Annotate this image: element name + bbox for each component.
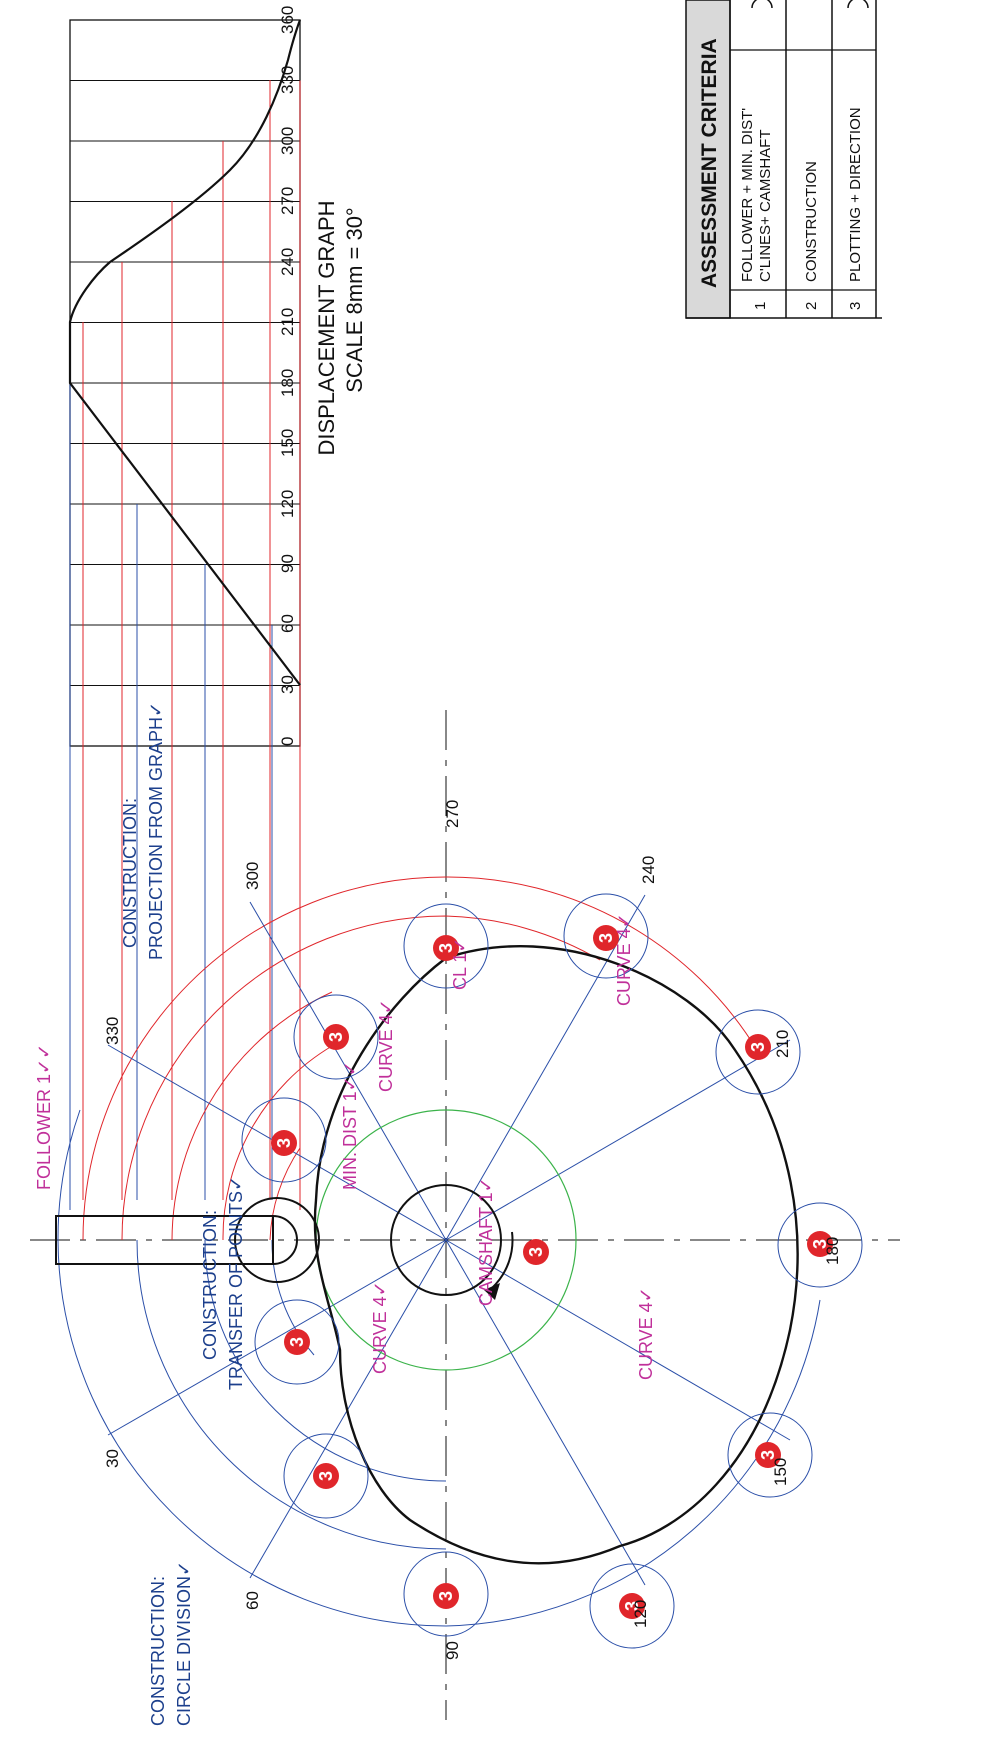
curve-label: CURVE 4✓ xyxy=(636,1287,656,1380)
tick-label: 30 xyxy=(278,675,297,694)
svg-text:3: 3 xyxy=(596,933,616,943)
curve-label: CURVE 4✓ xyxy=(370,1281,390,1374)
svg-text:3: 3 xyxy=(622,1601,642,1611)
construction-notes: CONSTRUCTION: TRANSFER OF POINTS✓ CONSTR… xyxy=(120,702,246,1726)
follower-roller-outline xyxy=(234,1197,320,1283)
cl-label: CL 1✓ xyxy=(450,938,470,990)
svg-text:3: 3 xyxy=(287,1337,307,1347)
svg-text:3: 3 xyxy=(810,1239,830,1249)
svg-text:3: 3 xyxy=(436,943,456,953)
angle-label: 120 xyxy=(631,1600,650,1628)
score-badge: 3 xyxy=(755,1442,781,1468)
min-dist-label: MIN. DIST 1✓✓ xyxy=(340,1061,360,1190)
table-row-text: FOLLOWER + MIN. DIST' xyxy=(739,108,756,282)
rotation-arrow xyxy=(491,1231,514,1289)
score-badge: 3 xyxy=(284,1329,310,1355)
assessment-table: ASSESSMENT CRITERIA 1 FOLLOWER + MIN. DI… xyxy=(685,0,882,319)
displacement-graph: 0 30 60 90 120 150 180 210 240 270 300 3… xyxy=(68,6,367,1210)
table-row-text: CONSTRUCTION xyxy=(803,161,820,282)
follower-stem xyxy=(55,1215,274,1265)
cam-profile xyxy=(313,945,799,1565)
follower-label: FOLLOWER 1✓✓ xyxy=(34,1044,54,1190)
tick-label: 330 xyxy=(278,66,297,94)
tick-label: 90 xyxy=(278,554,297,573)
graph-projection-red xyxy=(82,80,301,1210)
svg-text:3: 3 xyxy=(526,1247,546,1257)
svg-text:3: 3 xyxy=(326,1032,346,1042)
construction-heading: CONSTRUCTION: xyxy=(120,798,140,948)
tick-label: 60 xyxy=(278,614,297,633)
tick-label: 300 xyxy=(278,127,297,155)
score-badge: 3 xyxy=(433,1583,459,1609)
score-badge: 3 xyxy=(619,1593,645,1619)
construction-note: TRANSFER OF POINTS✓ xyxy=(226,1176,246,1390)
tick-label: 360 xyxy=(278,6,297,34)
angle-label: 180 xyxy=(823,1237,842,1265)
svg-text:3: 3 xyxy=(758,1450,778,1460)
angle-label: 240 xyxy=(639,856,658,884)
angle-label: 90 xyxy=(443,1641,462,1660)
camshaft-label: CAMSHAFT 1✓ xyxy=(476,1177,496,1306)
table-row-text: PLOTTING + DIRECTION xyxy=(847,107,864,282)
graph-tick-labels: 0 30 60 90 120 150 180 210 240 270 300 3… xyxy=(278,6,297,746)
score-badge: 3 xyxy=(593,925,619,951)
angle-label: 270 xyxy=(443,800,462,828)
tick-label: 0 xyxy=(278,737,297,746)
tick-label: 180 xyxy=(278,369,297,397)
table-edge-marks xyxy=(751,0,869,9)
curve-label: CURVE 4✓ xyxy=(614,913,634,1006)
score-badge: 3 xyxy=(313,1463,339,1489)
svg-text:3: 3 xyxy=(274,1138,294,1148)
score-badge: 3 xyxy=(807,1231,833,1257)
angle-label: 60 xyxy=(243,1591,262,1610)
table-row-number: 2 xyxy=(803,302,820,310)
score-badge: 3 xyxy=(433,935,459,961)
angle-label: 210 xyxy=(773,1030,792,1058)
curve-label: CURVE 4✓ xyxy=(376,999,396,1092)
table-row-number: 3 xyxy=(847,302,864,310)
angle-label: 30 xyxy=(103,1449,122,1468)
angle-label: 330 xyxy=(103,1017,122,1045)
tick-label: 150 xyxy=(278,429,297,457)
score-badge: 3 xyxy=(523,1239,549,1265)
construction-heading: CONSTRUCTION: xyxy=(148,1576,168,1726)
tick-label: 270 xyxy=(278,187,297,215)
angle-labels: 30 60 90 120 150 180 210 240 270 300 330 xyxy=(103,800,842,1660)
table-row-text: C'LINES+ CAMSHAFT xyxy=(757,130,774,282)
table-row-number: 1 xyxy=(752,302,769,310)
table-title: ASSESSMENT CRITERIA xyxy=(698,38,721,288)
tick-label: 120 xyxy=(278,490,297,518)
score-badge: 3 xyxy=(271,1130,297,1156)
svg-text:3: 3 xyxy=(748,1042,768,1052)
roller-positions xyxy=(241,893,863,1649)
graph-scale: SCALE 8mm = 30° xyxy=(342,207,367,393)
table-header xyxy=(685,0,731,319)
tick-label: 210 xyxy=(278,308,297,336)
svg-text:3: 3 xyxy=(436,1591,456,1601)
cam-construction: 3 3 3 3 3 3 3 3 3 3 3 3 30 60 90 120 150… xyxy=(30,702,900,1726)
score-badge: 3 xyxy=(745,1034,771,1060)
magenta-annotations: FOLLOWER 1✓✓ CURVE 4✓ CURVE 4✓ CURVE 4✓ … xyxy=(34,913,656,1380)
graph-projection-blue xyxy=(69,383,273,1210)
camshaft-circle xyxy=(390,1184,502,1296)
tick-label: 240 xyxy=(278,248,297,276)
score-badges: 3 3 3 3 3 3 3 3 3 3 3 3 xyxy=(271,925,833,1619)
rotation-arrowhead xyxy=(484,1283,500,1300)
angle-label: 150 xyxy=(771,1458,790,1486)
transfer-arcs-red xyxy=(82,876,758,1241)
graph-title: DISPLACEMENT GRAPH xyxy=(314,200,339,455)
transfer-arcs-blue xyxy=(136,1239,447,1550)
displacement-curve xyxy=(68,19,302,686)
construction-heading: CONSTRUCTION: xyxy=(200,1210,220,1360)
construction-note: PROJECTION FROM GRAPH✓ xyxy=(146,702,166,960)
division-circle-blue xyxy=(57,1109,447,1627)
angle-label: 300 xyxy=(243,862,262,890)
graph-gridlines xyxy=(70,80,300,686)
construction-note: CIRCLE DIVISION✓ xyxy=(174,1561,194,1726)
score-badge: 3 xyxy=(323,1024,349,1050)
division-circle-blue-lower xyxy=(445,1299,821,1627)
follower-roller xyxy=(272,1215,298,1265)
svg-text:3: 3 xyxy=(316,1471,336,1481)
